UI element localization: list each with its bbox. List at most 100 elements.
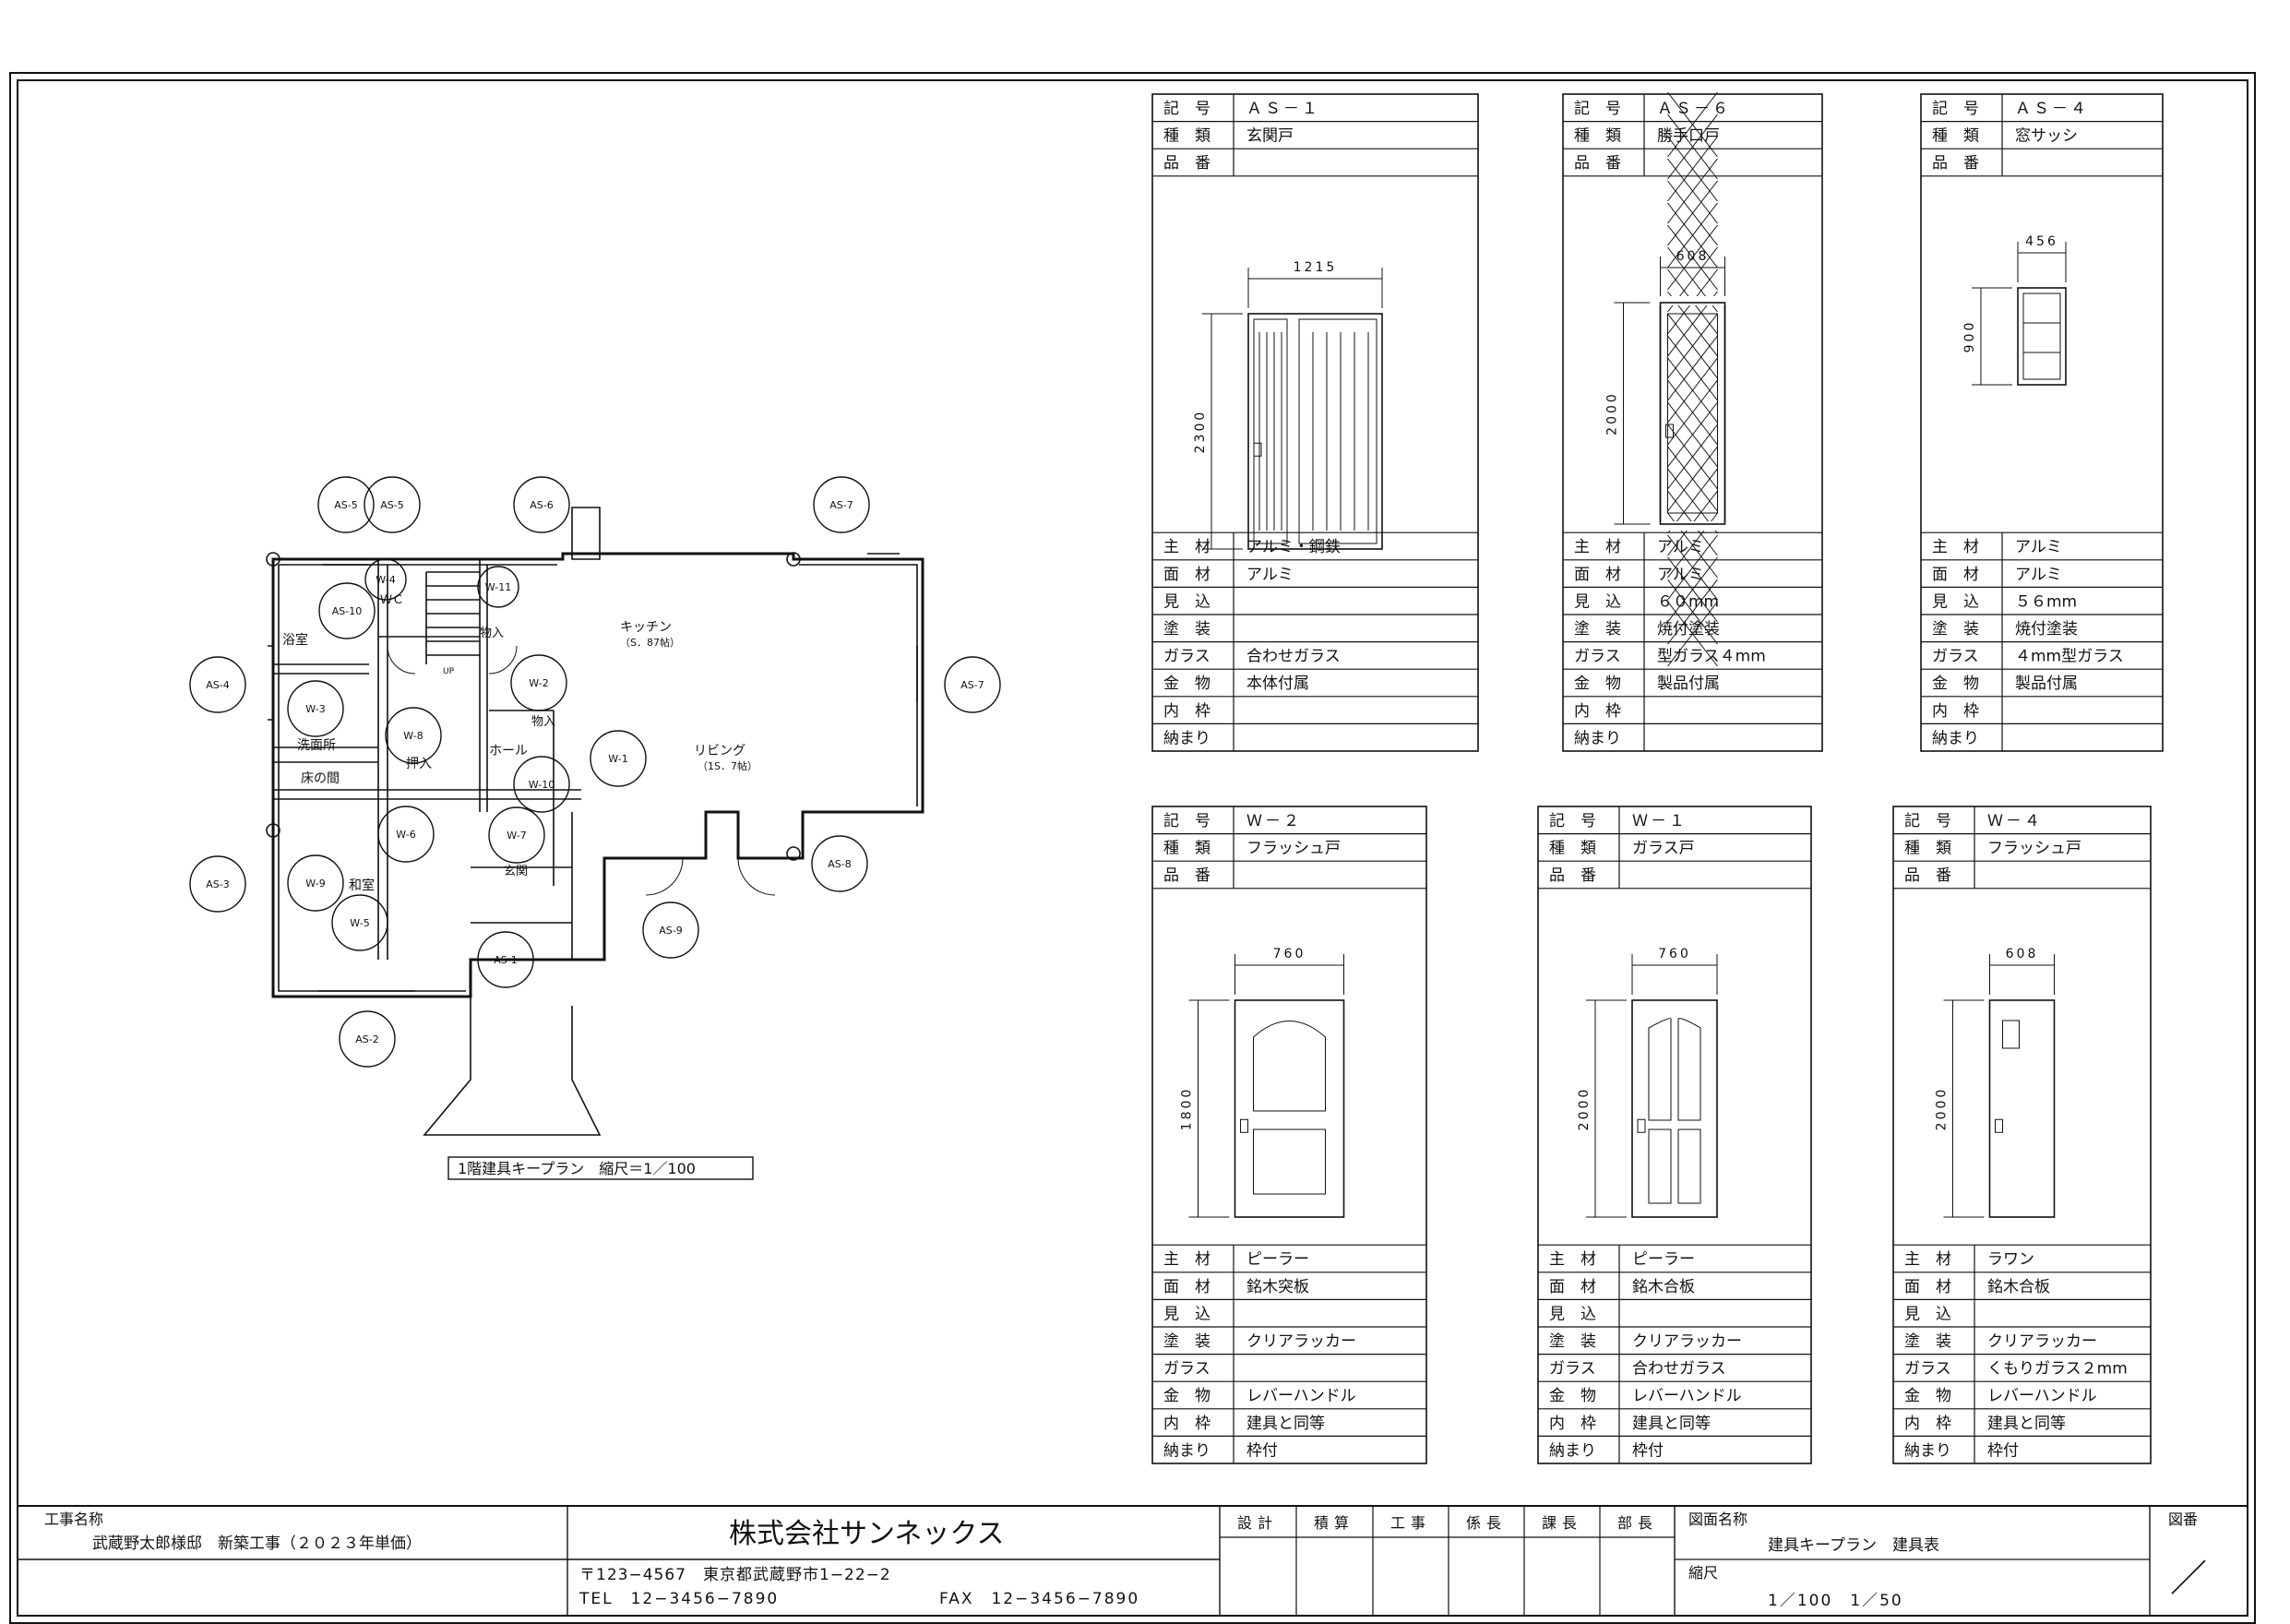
door-code: Ｗ－４ — [1987, 812, 2043, 830]
row-label: 金 物 — [1932, 675, 1979, 693]
door-elevation — [1247, 313, 1383, 550]
row-label: 塗 装 — [1549, 1331, 1596, 1351]
row-value: アルミ — [2015, 538, 2062, 556]
plan-bubble — [287, 680, 344, 737]
row-value: 枠付 — [1987, 1441, 2019, 1460]
company-fax: FAX 12−3456−7890 — [939, 1590, 1139, 1608]
row-value: くもりガラス２mm — [1987, 1360, 2128, 1379]
row-label: 塗 装 — [1932, 619, 1979, 639]
row-label: 内 枠 — [1932, 702, 1979, 721]
plan-bubble-label: W-8 — [403, 730, 423, 742]
row-label: 面 材 — [1163, 1278, 1211, 1296]
approval-label: 係長 — [1466, 1514, 1507, 1532]
row-label: 面 材 — [1549, 1278, 1596, 1296]
inner-border — [17, 79, 2248, 1617]
door-code: ＡＳ－１ — [1246, 100, 1320, 118]
row-label: 見 込 — [1574, 592, 1621, 611]
row-value: 建具と同等 — [1987, 1415, 2066, 1433]
plan-bubble-label: W-4 — [376, 574, 395, 586]
plan-bubble — [318, 582, 376, 639]
row-label: 記 号 — [1163, 812, 1211, 830]
row-label: 内 枠 — [1163, 702, 1211, 721]
approval-label: 工事 — [1390, 1514, 1431, 1532]
plan-bubble — [189, 656, 246, 713]
plan-bubble-label: W-1 — [608, 753, 627, 765]
row-label: 納まり — [1904, 1441, 1951, 1460]
plan-bubble — [287, 854, 344, 912]
drawing-name-label: 図面名称 — [1688, 1511, 1747, 1528]
row-label: 種 類 — [1163, 127, 1211, 146]
row-label: 金 物 — [1163, 675, 1211, 693]
row-label: 金 物 — [1574, 675, 1621, 693]
row-label: 品 番 — [1574, 154, 1621, 173]
plan-bubble — [364, 476, 421, 533]
row-label: 納まり — [1163, 729, 1211, 747]
scale-value: 1／100 1／50 — [1768, 1592, 1903, 1610]
row-label: 見 込 — [1163, 592, 1211, 611]
row-label: 内 枠 — [1549, 1415, 1596, 1433]
row-label: 見 込 — [1163, 1305, 1211, 1323]
row-label: 記 号 — [1932, 100, 1979, 118]
room-bath: 浴室 — [282, 632, 308, 648]
stair-up: UP — [443, 667, 455, 676]
row-label: 納まり — [1163, 1441, 1211, 1460]
plan-bubble-label: AS-4 — [206, 679, 229, 691]
row-label: 品 番 — [1932, 154, 1979, 173]
row-label: 塗 装 — [1163, 1331, 1211, 1351]
company-tel: TEL 12−3456−7890 — [578, 1590, 779, 1608]
door-code: Ｗ－１ — [1632, 812, 1688, 830]
dim-height: 2000 — [1935, 1087, 1950, 1131]
plan-bubble — [317, 476, 375, 533]
approval-label: 設計 — [1237, 1514, 1278, 1532]
room-washitsu: 和室 — [349, 878, 375, 893]
row-value: アルミ・鋼鉄 — [1246, 538, 1341, 556]
row-label: 見 込 — [1904, 1305, 1951, 1323]
project-name: 武蔵野太郎様邸 新築工事（２０２３年単価） — [92, 1534, 422, 1553]
dim-height: 2000 — [1605, 391, 1620, 436]
plan-bubble — [813, 476, 870, 533]
room-entrance: 玄関 — [504, 865, 528, 878]
dim-height: 900 — [1962, 320, 1977, 353]
row-value: 製品付属 — [2015, 675, 2078, 693]
row-value: 建具と同等 — [1632, 1415, 1711, 1433]
row-label: ガラス — [1574, 648, 1621, 666]
plan-bubble-label: W-2 — [529, 677, 548, 689]
row-value: ラワン — [1987, 1250, 2034, 1269]
plan-bubble — [477, 566, 519, 608]
plan-bubble — [189, 855, 246, 913]
plan-bubble-label: AS-5 — [334, 499, 357, 511]
row-value: レバーハンドル — [1632, 1387, 1742, 1405]
row-label: 納まり — [1549, 1441, 1596, 1460]
room-kitchen-size: （S．87帖） — [620, 637, 680, 649]
plan-room-labels: キッチン （S．87帖） リビング （1S．7帖） 浴室 ＷＣ 物入 物入 洗面… — [282, 593, 757, 893]
door-elevation — [2017, 287, 2067, 386]
plan-bubble — [944, 656, 1001, 713]
plan-bubble — [811, 835, 868, 892]
plan-bubble-label: AS-7 — [960, 679, 984, 691]
row-label: ガラス — [1904, 1360, 1951, 1379]
plan-bubble — [364, 558, 407, 601]
row-label: 記 号 — [1904, 812, 1951, 830]
plan-bubble-label: W-10 — [529, 779, 555, 791]
row-label: 内 枠 — [1904, 1415, 1951, 1433]
row-label: 品 番 — [1163, 866, 1211, 885]
dim-width: 1215 — [1294, 260, 1338, 275]
row-label: ガラス — [1163, 1360, 1211, 1379]
floor-plan — [266, 507, 924, 1136]
row-label: 主 材 — [1932, 538, 1979, 556]
row-label: 品 番 — [1904, 866, 1951, 885]
row-value: クリアラッカー — [1632, 1332, 1742, 1351]
row-value: レバーハンドル — [1246, 1387, 1356, 1405]
dim-width: 608 — [2006, 947, 2039, 961]
room-kitchen: キッチン — [620, 620, 672, 635]
room-storage-1: 物入 — [480, 627, 504, 640]
dim-width: 456 — [2025, 234, 2058, 249]
row-label: 主 材 — [1549, 1250, 1596, 1269]
row-value: アルミ — [1657, 538, 1704, 556]
